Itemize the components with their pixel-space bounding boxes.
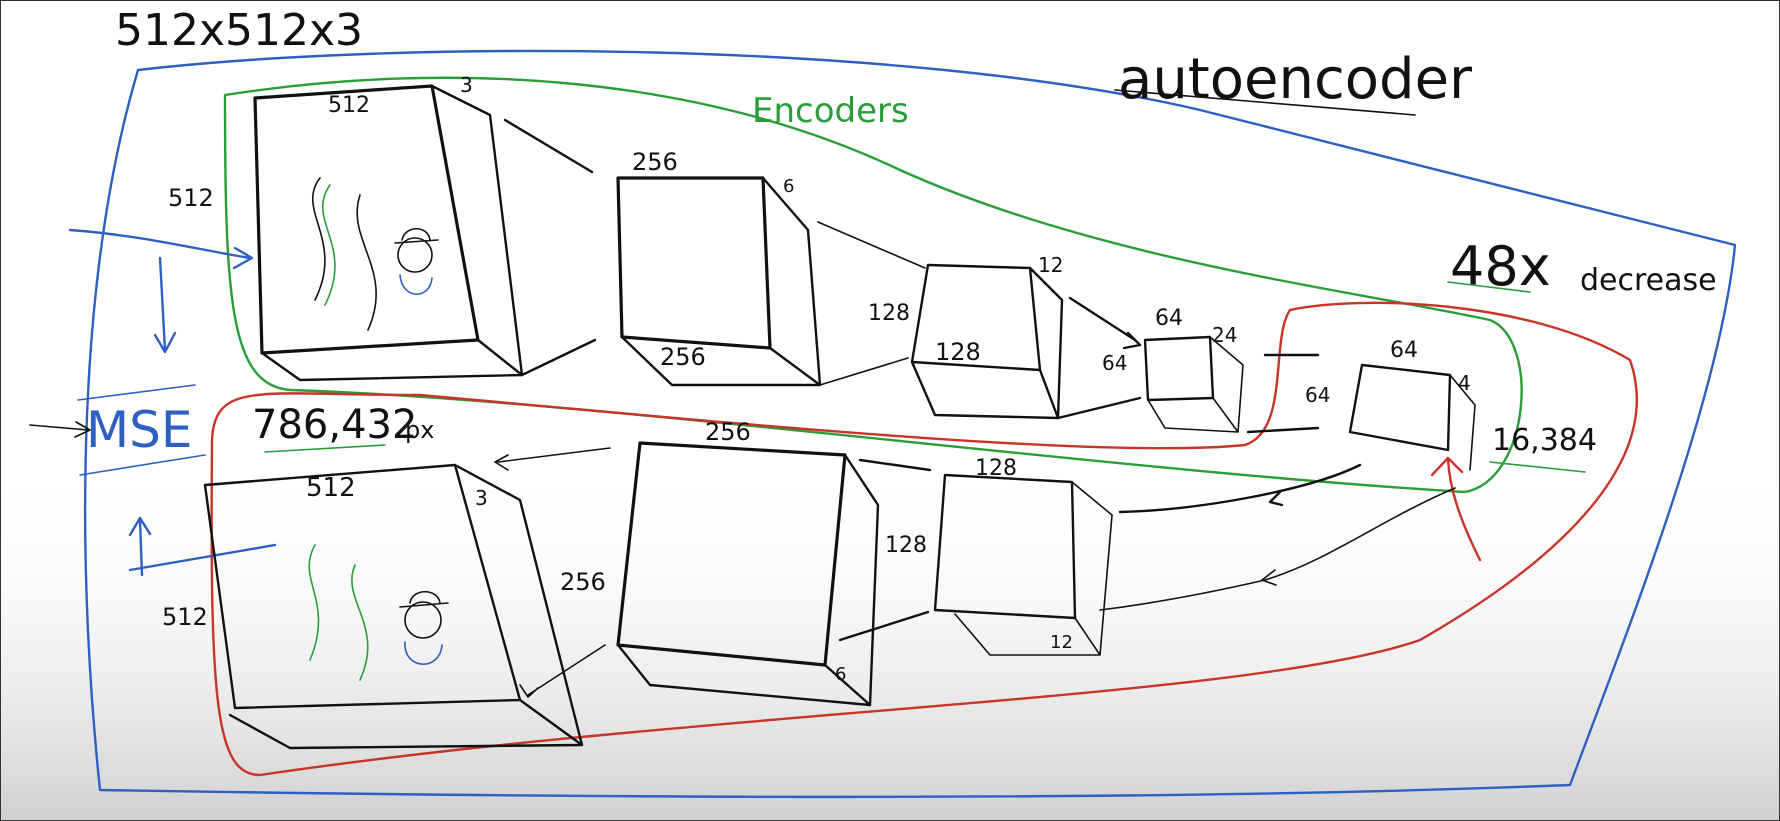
character-hat: [394, 227, 439, 244]
decoder-block-1-height: 128: [885, 533, 927, 558]
encoder-boundary: [223, 76, 1523, 494]
decrease-word: decrease: [1580, 263, 1717, 298]
bottleneck-width: 64: [1390, 338, 1418, 363]
pixel-unit: px: [405, 416, 434, 444]
decoder-block-3: 512 512 3: [162, 463, 584, 750]
decoder-block-3-side: [228, 463, 584, 750]
encoder-link-2-3: [817, 221, 926, 386]
encoder-block-2-depth: 6: [783, 176, 794, 197]
video-fade-overlay: [0, 460, 1780, 821]
encoder-block-4-front: [1143, 335, 1215, 402]
decoder-link-2-3: [494, 447, 611, 698]
bottleneck-front: [1348, 363, 1452, 452]
encoder-block-4-side: [1147, 336, 1244, 433]
latent-underline: [1489, 461, 1586, 473]
encoder-block-4-height: 64: [1102, 351, 1127, 375]
decoder-block-1: 128 128 12: [885, 456, 1113, 656]
decoder-block-1-depth: 12: [1050, 632, 1073, 653]
decoder-block-3-width: 512: [306, 473, 356, 503]
output-character-body: [404, 641, 443, 665]
decoder-block-1-width: 128: [975, 456, 1017, 481]
error-arrows: [128, 516, 277, 577]
bottleneck-up-arrow: [1430, 456, 1482, 562]
decoder-block-2-side: [616, 453, 880, 707]
encoder-block-1-side: [260, 84, 524, 382]
loss-down-arrow: [153, 256, 177, 354]
title: autoencoder: [1118, 47, 1473, 112]
mse-underline: [79, 454, 206, 476]
decoder-boundary: [210, 301, 1638, 777]
encoder-block-1-front: [253, 84, 480, 355]
encoder-block-2-height: 256: [660, 343, 706, 371]
decoder-link-1-2: [838, 458, 932, 642]
character-body: [399, 274, 433, 295]
encoder-block-4: 64 64 24: [1102, 306, 1244, 433]
decoder-block-3-height: 512: [162, 603, 208, 631]
encoder-block-1-height: 512: [168, 184, 214, 212]
decoder-block-3-depth: 3: [475, 486, 488, 510]
encoder-block-3-width: 128: [935, 338, 981, 366]
encoder-block-3: 128 128 12: [868, 253, 1064, 420]
output-steam: [308, 544, 369, 681]
bottleneck-side: [1449, 374, 1476, 471]
encoder-block-2-front: [616, 176, 772, 350]
input-shape-label: 512x512x3: [115, 5, 363, 56]
encoder-block-2: 256 256 6: [616, 148, 822, 387]
autoencoder-boundary: [83, 49, 1737, 799]
encoder-label: Encoders: [752, 91, 909, 131]
decoder-block-2-height: 256: [560, 568, 606, 596]
encoder-block-4-depth: 24: [1212, 323, 1237, 347]
latent-size: 16,384: [1492, 423, 1597, 458]
decoder-block-2-depth: 6: [835, 664, 846, 685]
encoder-link-1-2: [503, 118, 597, 377]
encoder-block-1-depth: 3: [460, 73, 473, 97]
encoder-link-3-4: [1056, 296, 1142, 420]
encoder-block-2-width: 256: [632, 148, 678, 176]
steam-lines: [311, 177, 377, 331]
decrease-underline: [1447, 281, 1531, 293]
output-character-head: [404, 601, 442, 639]
decoder-block-2-width: 256: [705, 418, 751, 446]
mse-label: MSE: [86, 401, 192, 459]
output-character-hat: [399, 590, 449, 608]
bottleneck-height: 64: [1305, 383, 1330, 407]
encoder-block-3-height: 128: [868, 301, 910, 326]
encoder-block-3-depth: 12: [1038, 253, 1063, 277]
encoder-block-1-width: 512: [328, 93, 370, 118]
input-arrow: [68, 228, 254, 270]
decrease-factor: 48x: [1450, 235, 1551, 298]
encoder-block-4-width: 64: [1155, 306, 1183, 331]
loss-in-arrow: [29, 421, 91, 438]
decoder-arrow-2: [1099, 487, 1456, 611]
encoder-block-3-side: [910, 266, 1064, 420]
character-head: [397, 237, 433, 273]
decoder-arrow-1: [1118, 463, 1362, 514]
encoder-block-1: 512 512 3: [168, 73, 524, 382]
pixel-count: 786,432: [252, 402, 417, 448]
steam-lines-green: [321, 184, 336, 306]
decoder-block-1-side: [954, 481, 1113, 656]
pixel-count-underline: [264, 444, 386, 453]
mse-top-line: [77, 384, 196, 401]
title-underline: [1114, 89, 1416, 116]
encoder-block-2-side: [620, 176, 822, 387]
encoder-link-4-bottleneck: [1246, 353, 1320, 434]
bottleneck-depth: 4: [1458, 371, 1471, 395]
decoder-block-2: 256 256 6: [560, 418, 880, 707]
bottleneck-block: 64 64 4 16,384: [1305, 338, 1597, 473]
